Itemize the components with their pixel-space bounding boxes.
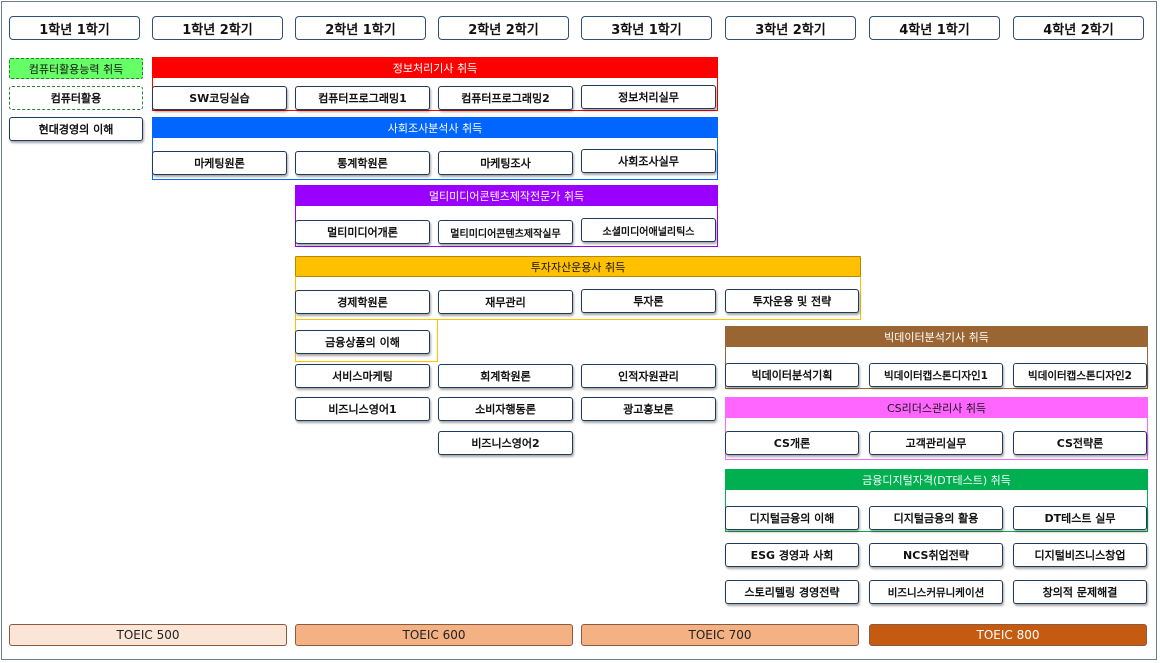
course-customer-mgmt: 고객관리실무 <box>869 431 1003 455</box>
cert-cs-leaders: CS리더스관리사 취득 <box>725 397 1148 418</box>
course-sw-coding: SW코딩실습 <box>152 86 287 110</box>
course-marketing-theory: 마케팅원론 <box>152 151 287 175</box>
course-advertising: 광고홍보론 <box>581 397 716 421</box>
semester-header-2-2: 2학년 2학기 <box>438 16 569 40</box>
cert-multimedia: 멀티미디어콘텐츠제작전문가 취득 <box>295 185 718 206</box>
course-modern-business: 현대경영의 이해 <box>9 117 143 141</box>
course-cs-strategy: CS전략론 <box>1013 431 1147 455</box>
course-bigdata-capstone2: 빅데이터캡스톤디자인2 <box>1013 363 1147 387</box>
course-social-media-analytics: 소셜미디어애널리틱스 <box>581 218 716 242</box>
course-info-practice: 정보처리실무 <box>581 85 716 109</box>
cert-info-processing: 정보처리기사 취득 <box>152 57 718 78</box>
course-programming1: 컴퓨터프로그래밍1 <box>295 86 430 110</box>
cert-social-survey: 사회조사분석사 취득 <box>152 117 718 138</box>
course-computer-use: 컴퓨터활용 <box>9 86 143 110</box>
course-survey-practice: 사회조사실무 <box>581 149 716 173</box>
course-digital-finance-intro: 디지털금융의 이해 <box>725 506 859 530</box>
course-digital-finance-use: 디지털금융의 활용 <box>869 506 1003 530</box>
course-consumer-behavior: 소비자행동론 <box>438 397 573 421</box>
semester-header-1-2: 1학년 2학기 <box>152 16 283 40</box>
cert-bigdata: 빅데이터분석기사 취득 <box>725 326 1148 347</box>
toeic-700-bar: TOEIC 700 <box>581 624 859 646</box>
cert-computer-skills: 컴퓨터활용능력 취득 <box>9 58 143 79</box>
semester-header-4-1: 4학년 1학기 <box>869 16 1000 40</box>
course-service-marketing: 서비스마케팅 <box>295 364 430 388</box>
course-cs-intro: CS개론 <box>725 431 859 455</box>
semester-header-1-1: 1학년 1학기 <box>9 16 140 40</box>
course-ncs-strategy: NCS취업전략 <box>869 543 1003 567</box>
course-multimedia-intro: 멀티미디어개론 <box>295 220 430 244</box>
course-statistics-theory: 통계학원론 <box>295 151 430 175</box>
course-bigdata-planning: 빅데이터분석기획 <box>725 363 859 387</box>
course-investment-strategy: 투자운용 및 전략 <box>725 289 859 313</box>
course-programming2: 컴퓨터프로그래밍2 <box>438 86 573 110</box>
course-hr-mgmt: 인적자원관리 <box>581 364 716 388</box>
cert-investment: 투자자산운용사 취득 <box>295 256 861 277</box>
toeic-800-bar: TOEIC 800 <box>869 624 1147 646</box>
course-digital-startup: 디지털비즈니스창업 <box>1013 543 1147 567</box>
course-financial-mgmt: 재무관리 <box>438 290 573 314</box>
course-storytelling: 스토리텔링 경영전략 <box>725 580 859 604</box>
course-bigdata-capstone1: 빅데이터캡스톤디자인1 <box>869 363 1003 387</box>
course-investment-theory: 투자론 <box>581 289 716 313</box>
semester-header-4-2: 4학년 2학기 <box>1013 16 1144 40</box>
semester-header-3-1: 3학년 1학기 <box>581 16 712 40</box>
semester-header-3-2: 3학년 2학기 <box>725 16 856 40</box>
course-economics: 경제학원론 <box>295 290 430 314</box>
course-multimedia-practice: 멀티미디어콘텐츠제작실무 <box>438 220 573 244</box>
course-marketing-research: 마케팅조사 <box>438 151 573 175</box>
course-creative-problem: 창의적 문제해결 <box>1013 580 1147 604</box>
course-dt-test-practice: DT테스트 실무 <box>1013 506 1147 530</box>
course-accounting: 회계학원론 <box>438 364 573 388</box>
course-esg-mgmt: ESG 경영과 사회 <box>725 543 859 567</box>
course-business-english2: 비즈니스영어2 <box>438 431 573 455</box>
toeic-600-bar: TOEIC 600 <box>295 624 573 646</box>
course-business-comm: 비즈니스커뮤니케이션 <box>869 580 1003 604</box>
semester-header-2-1: 2학년 1학기 <box>295 16 426 40</box>
course-financial-products: 금융상품의 이해 <box>295 330 430 354</box>
toeic-500-bar: TOEIC 500 <box>9 624 287 646</box>
cert-digital-finance: 금융디지털자격(DT테스트) 취득 <box>725 469 1148 490</box>
course-business-english1: 비즈니스영어1 <box>295 397 430 421</box>
